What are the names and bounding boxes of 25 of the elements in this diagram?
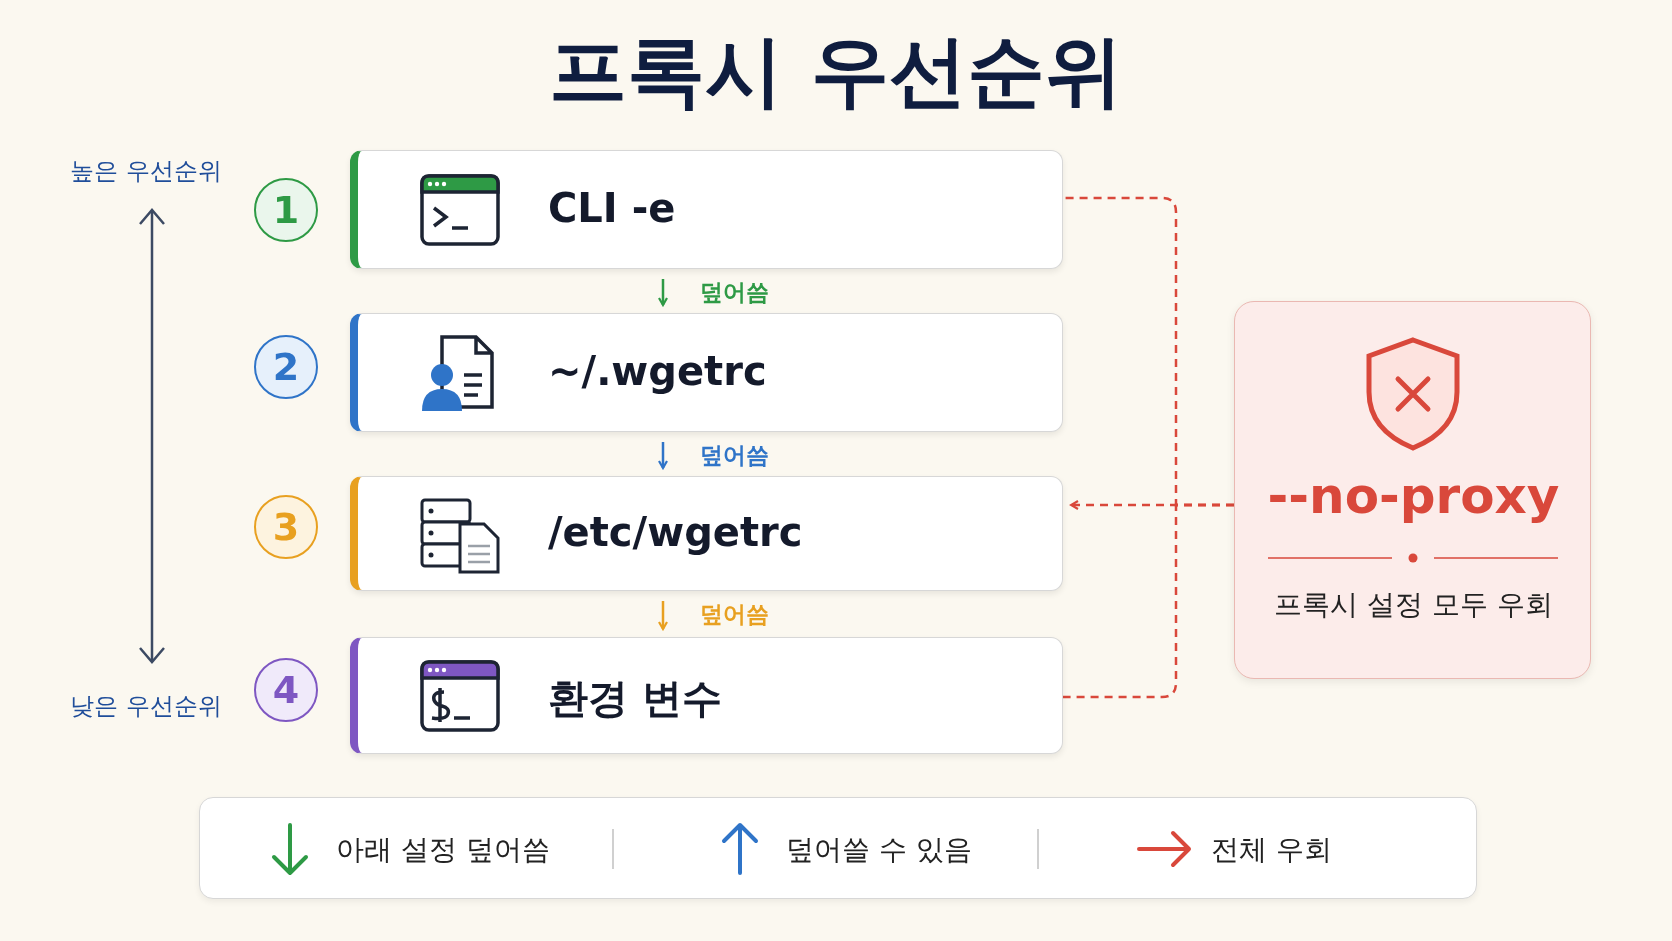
arrow [657,279,669,307]
legend-label: 덮어쓸 수 있음 [786,832,972,868]
option-name: --no-proxy [1266,467,1561,525]
source-label: /etc/wgetrc [548,508,803,555]
source-box [350,476,1063,591]
source-label: ~/.wgetrc [548,347,767,394]
legend-label: 아래 설정 덮어씀 [336,832,550,868]
source-box [350,313,1063,432]
priority-label: 낮은 우선순위 [70,691,222,722]
source-box [350,150,1063,269]
priority-label: 높은 우선순위 [70,156,222,187]
arrow [657,442,669,470]
option-panel [1234,301,1591,679]
source-label: 환경 변수 [548,673,722,723]
source-box [350,637,1063,754]
legend-label: 전체 우회 [1211,832,1332,868]
title: 프록시 우선순위 [548,25,1124,118]
source-label: CLI -e [548,184,676,231]
arrow [657,601,669,631]
number-circle: 1 [254,178,318,242]
number-circle: 4 [254,658,318,722]
number-circle: 3 [254,495,318,559]
number-circle: 2 [254,335,318,399]
arrow [1069,499,1234,511]
option-description: 프록시 설정 모두 우회 [1273,587,1554,623]
